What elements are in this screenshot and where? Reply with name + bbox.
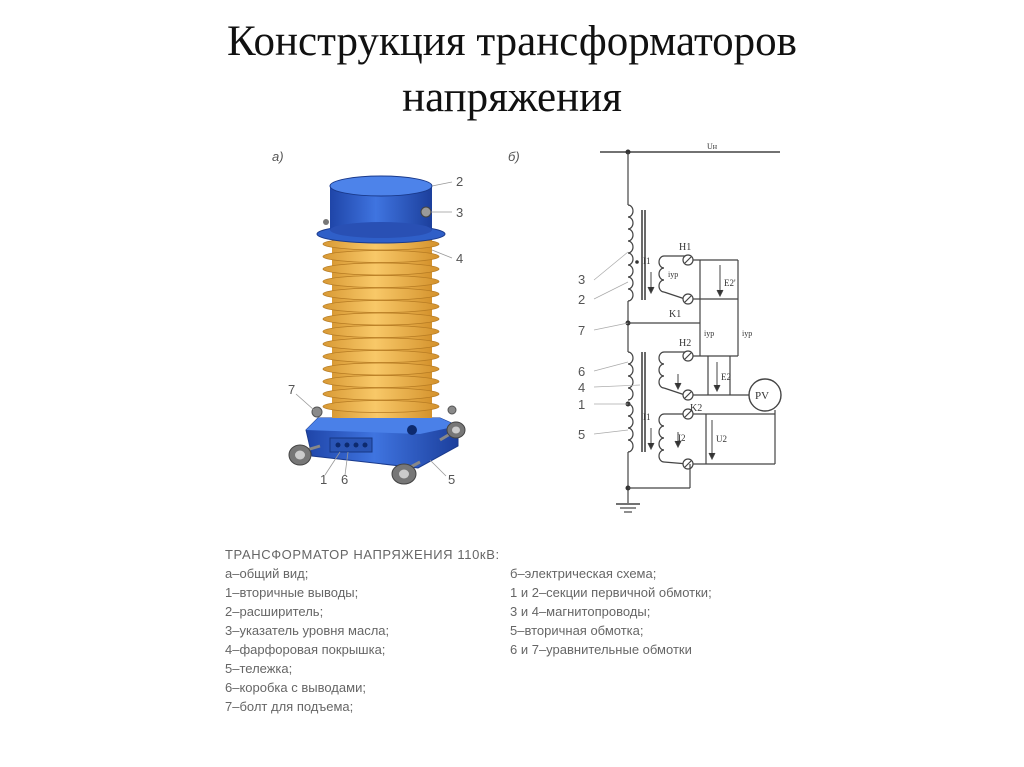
callout-number: 5	[448, 472, 455, 487]
porcelain-rib	[322, 400, 440, 413]
callout-number: 7	[578, 323, 585, 338]
trolley	[288, 421, 466, 485]
porcelain-cover	[322, 236, 440, 418]
label-k2: K2	[690, 403, 702, 414]
slide-title: Конструкция трансформаторов напряжения	[0, 14, 1024, 126]
expander	[323, 175, 433, 238]
callout-number: 3	[578, 272, 585, 287]
porcelain-rib	[322, 250, 440, 263]
label-iur-left: iур	[704, 329, 714, 338]
callout-number: 2	[578, 292, 585, 307]
title-line-1: Конструкция трансформаторов	[227, 18, 797, 65]
porcelain-rib	[322, 287, 440, 301]
label-i2: I2	[678, 433, 686, 443]
callout-number: 4	[578, 380, 585, 395]
callout-number: 3	[456, 205, 463, 220]
secondary-coil-middle	[658, 351, 665, 389]
label-iur-upper: iур	[668, 270, 678, 279]
porcelain-rib	[322, 312, 440, 326]
caption-line: б–электрическая схема;	[510, 566, 657, 581]
callout-number: 7	[288, 382, 295, 397]
caption-left-column: а–общий вид; 1–вторичные выводы; 2–расшири…	[225, 564, 510, 716]
porcelain-rib	[322, 325, 440, 338]
label-e2-prime: E2'	[724, 278, 736, 288]
caption-line: 1 и 2–секции первичной обмотки;	[510, 585, 712, 600]
caption-line: 6 и 7–уравнительные обмотки	[510, 642, 692, 657]
callout-number: 5	[578, 427, 585, 442]
transformer-general-view: а)	[272, 149, 466, 487]
electrical-scheme: б) Uн	[508, 142, 782, 513]
oil-level-indicator	[420, 206, 432, 218]
callout-number: 2	[456, 174, 463, 189]
caption-line: 4–фарфоровая покрышка;	[225, 642, 386, 657]
title-line-2: напряжения	[402, 74, 622, 121]
callout-number: 6	[341, 472, 348, 487]
terminal-box	[329, 437, 373, 453]
porcelain-rib	[322, 350, 440, 363]
label-h1: H1	[679, 242, 691, 253]
caption-line: 6–коробка с выводами;	[225, 680, 366, 695]
label-k1: K1	[669, 309, 681, 320]
porcelain-rib	[322, 362, 440, 376]
figure-a-label: а)	[272, 149, 284, 164]
porcelain-rib	[322, 300, 440, 313]
caption-heading: ТРАНСФОРМАТОР НАПРЯЖЕНИЯ 110кВ:	[225, 547, 500, 562]
primary-winding-section-1	[627, 403, 634, 453]
porcelain-rib	[322, 337, 440, 351]
bus-label: Uн	[707, 142, 718, 151]
caption-right-column: б–электрическая схема; 1 и 2–секции перви…	[510, 564, 805, 716]
base-tank	[305, 417, 459, 469]
lifting-bolt	[311, 406, 323, 418]
caption-line: 2–расширитель;	[225, 604, 324, 619]
caption-line: 3 и 4–магнитопроводы;	[510, 604, 651, 619]
caption-line: 5–тележка;	[225, 661, 293, 676]
caption-line: 5–вторичная обмотка;	[510, 623, 644, 638]
label-h2: H2	[679, 338, 691, 349]
secondary-winding-5	[658, 413, 665, 463]
equalizing-winding-6	[627, 351, 634, 401]
label-pv: PV	[755, 390, 769, 402]
caption-line: а–общий вид;	[225, 566, 309, 581]
porcelain-rib	[322, 375, 440, 388]
label-iur-right: iур	[742, 329, 752, 338]
callout-number: 4	[456, 251, 463, 266]
callout-number: 1	[320, 472, 327, 487]
label-i1-lower: I1	[643, 412, 651, 422]
figure-caption: ТРАНСФОРМАТОР НАПРЯЖЕНИЯ 110кВ: а–общий …	[225, 545, 805, 716]
caption-line: 3–указатель уровня масла;	[225, 623, 390, 638]
callout-number: 1	[578, 397, 585, 412]
caption-line: 1–вторичные выводы;	[225, 585, 359, 600]
label-i1-upper: I1	[643, 256, 651, 266]
figure-b-label: б)	[508, 149, 520, 164]
caption-line: 7–болт для подъема;	[225, 699, 354, 714]
porcelain-rib	[322, 387, 440, 401]
porcelain-rib	[322, 275, 440, 288]
callout-number: 6	[578, 364, 585, 379]
secondary-coil-upper	[658, 255, 665, 293]
primary-winding-section-2	[627, 204, 634, 302]
porcelain-rib	[322, 262, 440, 276]
label-u2: U2	[716, 434, 727, 444]
label-e2: E2	[721, 372, 731, 382]
